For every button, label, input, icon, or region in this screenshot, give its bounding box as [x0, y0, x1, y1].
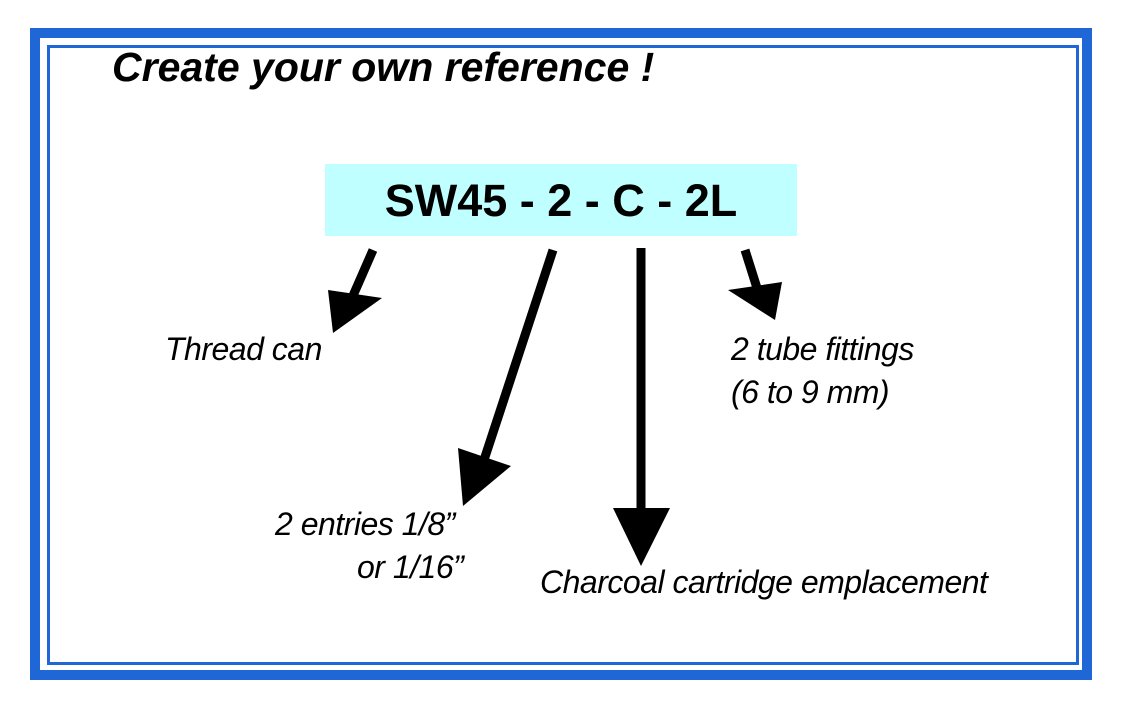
arrow-charcoal: [613, 248, 670, 566]
reference-code: SW45 - 2 - C - 2L: [325, 164, 797, 236]
inner-border: [47, 45, 1079, 665]
page-title: Create your own reference !: [112, 44, 655, 90]
label-entries-line1: 2 entries 1/8”: [275, 506, 455, 542]
label-tube-fittings-line1: 2 tube fittings: [731, 331, 914, 367]
label-charcoal: Charcoal cartridge emplacement: [540, 564, 988, 600]
arrow-thread-can: [328, 248, 382, 333]
label-thread-can: Thread can: [165, 331, 322, 367]
label-tube-fittings-line2: (6 to 9 mm): [731, 374, 890, 410]
label-entries-line2: or 1/16”: [357, 549, 464, 585]
arrow-tube-fittings: [728, 248, 782, 320]
outer-border: [30, 28, 1092, 680]
arrow-entries: [458, 248, 558, 506]
